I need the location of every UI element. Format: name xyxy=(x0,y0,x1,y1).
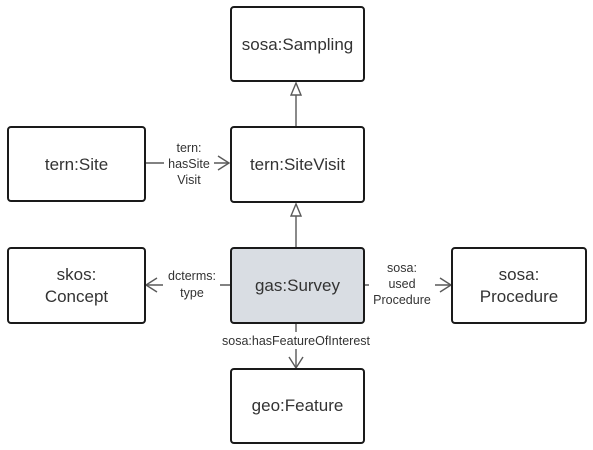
edge-label-line: sosa:hasFeatureOfInterest xyxy=(222,334,371,348)
node-box xyxy=(7,126,146,202)
hollow-triangle-icon xyxy=(289,81,303,96)
node-label-line: sosa: xyxy=(499,265,540,284)
edge-survey-to-sitevisit xyxy=(289,202,303,248)
node-label: gas:Survey xyxy=(255,276,341,295)
edge-label-line: used xyxy=(388,277,415,291)
node-box xyxy=(230,368,365,444)
edge-label-line: Procedure xyxy=(373,293,431,307)
edge-label-line: type xyxy=(180,286,204,300)
hollow-triangle-icon xyxy=(289,202,303,217)
node-label: tern:Site xyxy=(45,155,108,174)
edge-site-to-sitevisit: tern: hasSite Visit xyxy=(146,139,231,187)
edge-label-background xyxy=(163,267,220,301)
edge-label-background xyxy=(369,259,435,309)
edge-label-line: tern: xyxy=(176,141,201,155)
node-box xyxy=(7,247,146,324)
edge-label-line: sosa: xyxy=(387,261,417,275)
node-label: geo:Feature xyxy=(252,396,344,415)
node-label-line: Concept xyxy=(45,287,109,306)
node-gas-survey: gas:Survey xyxy=(230,247,365,324)
node-sosa-sampling: sosa:Sampling xyxy=(230,6,365,82)
node-tern-sitevisit: tern:SiteVisit xyxy=(230,126,365,203)
node-label: tern:SiteVisit xyxy=(250,155,345,174)
node-label-line: Procedure xyxy=(480,287,558,306)
node-box xyxy=(230,126,365,203)
edge-label-background xyxy=(216,332,376,349)
open-arrowhead-icon xyxy=(217,155,231,171)
edge-label-line: Visit xyxy=(177,173,201,187)
node-box xyxy=(230,247,365,324)
node-geo-feature: geo:Feature xyxy=(230,368,365,444)
node-tern-site: tern:Site xyxy=(7,126,146,202)
node-box xyxy=(451,247,587,324)
node-label-line: skos: xyxy=(57,265,97,284)
edge-survey-to-procedure: sosa: used Procedure xyxy=(364,259,453,309)
edge-label-background xyxy=(164,139,214,187)
edge-survey-to-feature: sosa:hasFeatureOfInterest xyxy=(216,324,376,370)
edge-label-line: dcterms: xyxy=(168,269,216,283)
edge-survey-to-concept: dcterms: type xyxy=(144,267,231,301)
edge-sitevisit-to-sampling xyxy=(289,81,303,127)
node-label: sosa:Sampling xyxy=(242,35,354,54)
node-box xyxy=(230,6,365,82)
node-skos-concept: skos: Concept xyxy=(7,247,146,324)
edge-label-line: hasSite xyxy=(168,157,210,171)
node-sosa-procedure: sosa: Procedure xyxy=(451,247,587,324)
